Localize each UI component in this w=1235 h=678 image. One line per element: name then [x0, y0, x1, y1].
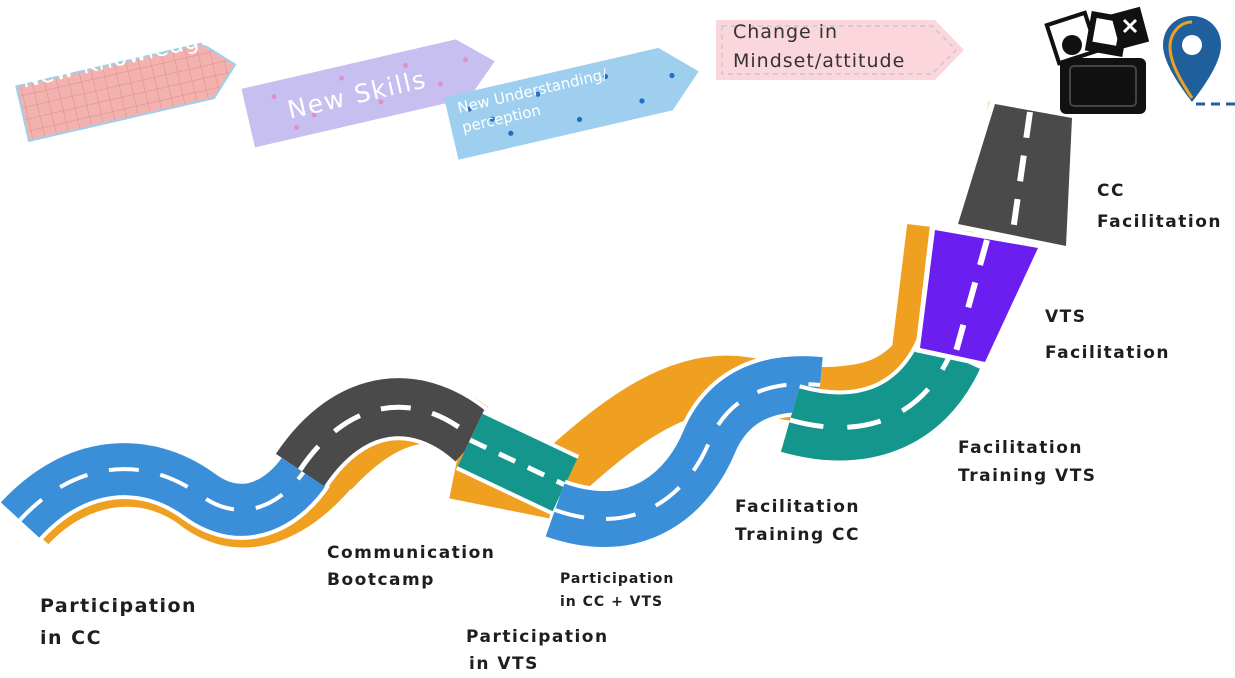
- road-segment-communication-bootcamp: [272, 374, 498, 490]
- label-communication-bootcamp: Communication Bootcamp: [327, 540, 495, 594]
- label-participation-cc: Participation in CC: [40, 590, 197, 655]
- banner-mindset: [716, 20, 964, 80]
- label-line: VTS: [1045, 307, 1087, 327]
- label-vts-facilitation: VTS Facilitation: [1045, 300, 1170, 371]
- luggage-icon: [1044, 6, 1150, 114]
- label-line: Facilitation: [958, 438, 1083, 458]
- label-line: Facilitation: [1045, 342, 1170, 363]
- label-facilitation-training-vts: Facilitation Training VTS: [958, 434, 1097, 490]
- label-line: Participation: [466, 627, 609, 647]
- road-segment-participation-vts: [455, 410, 580, 515]
- banner-mindset-line2: Mindset/attitude: [733, 49, 906, 72]
- road-segment-facilitation-training-cc: [544, 352, 824, 552]
- banner-mindset-line1: Change in: [733, 21, 839, 43]
- banner-new-understanding: [444, 47, 699, 160]
- label-participation-vts: Participation in VTS: [466, 624, 609, 678]
- road-segment-facilitation-training-vts: [779, 338, 984, 465]
- road-segment-cc-facilitation: [952, 100, 1076, 252]
- road-segment-participation-cc: [0, 439, 330, 541]
- label-line: in CC + VTS: [560, 594, 664, 611]
- label-participation-cc-vts: Participation in CC + VTS: [560, 568, 674, 614]
- label-line: CC: [1097, 181, 1125, 201]
- label-line: in CC: [40, 627, 103, 650]
- label-line: Bootcamp: [327, 570, 435, 591]
- label-line: Participation: [40, 595, 198, 617]
- banner-new-skills: [241, 39, 495, 148]
- road-segment-vts-facilitation: [915, 225, 1045, 368]
- label-line: Communication: [327, 543, 496, 563]
- label-cc-facilitation: CC Facilitation: [1097, 176, 1222, 237]
- label-line: Training VTS: [958, 466, 1097, 487]
- location-pin-icon: [1163, 16, 1235, 106]
- label-line: Training CC: [735, 525, 860, 546]
- label-line: Facilitation: [1097, 211, 1222, 232]
- label-line: Participation: [560, 571, 675, 587]
- label-facilitation-training-cc: Facilitation Training CC: [735, 493, 860, 549]
- banner-mindset-label: Change in Mindset/attitude: [733, 18, 905, 75]
- label-line: in VTS: [469, 654, 539, 675]
- banner-new-knowledge: [15, 42, 237, 143]
- label-line: Facilitation: [735, 497, 860, 517]
